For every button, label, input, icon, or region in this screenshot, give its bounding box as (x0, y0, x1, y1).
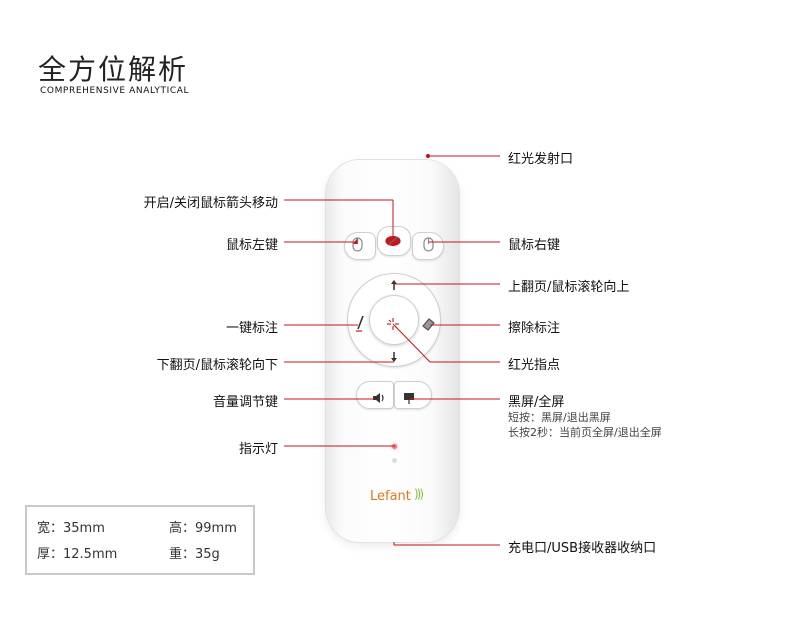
label-left-click: 鼠标左键 (225, 238, 278, 253)
spec-weight: 重：35g (169, 547, 220, 562)
label-laser-emitter: 红光发射口 (508, 152, 574, 167)
laser-pointer-button[interactable] (369, 295, 419, 345)
label-blackscreen: 黑屏/全屏 (508, 395, 565, 410)
toggle-mouse-button[interactable] (377, 226, 411, 256)
label-charging: 充电口/USB接收器收纳口 (508, 541, 657, 556)
note-blackscreen-long: 长按2秒：当前页全屏/退出全屏 (508, 426, 662, 439)
label-volume: 音量调节键 (212, 395, 278, 410)
blackscreen-button[interactable] (394, 381, 432, 409)
left-click-button[interactable] (344, 232, 376, 260)
brand-logo: Lefant (370, 489, 411, 504)
label-right-click: 鼠标右键 (508, 238, 561, 253)
indicator-light-2 (392, 458, 397, 463)
specs-box: 宽：35mm 高：99mm 厚：12.5mm 重：35g (25, 505, 255, 575)
page-subtitle: COMPREHENSIVE ANALYTICAL (40, 86, 190, 96)
label-annotate: 一键标注 (225, 321, 278, 336)
spec-width: 宽：35mm (37, 521, 105, 536)
note-blackscreen-short: 短按：黑屏/退出黑屏 (508, 411, 611, 424)
label-page-up: 上翻页/鼠标滚轮向上 (508, 280, 630, 295)
indicator-light (392, 444, 397, 449)
label-erase: 擦除标注 (508, 321, 561, 336)
label-toggle-mouse: 开启/关闭鼠标箭头移动 (143, 196, 278, 211)
right-click-button[interactable] (412, 232, 444, 260)
spec-height: 高：99mm (169, 521, 237, 536)
spec-thickness: 厚：12.5mm (37, 547, 118, 562)
page-title: 全方位解析 (38, 53, 189, 86)
brand-wave-icon: ))) (414, 487, 424, 501)
label-page-down: 下翻页/鼠标滚轮向下 (156, 358, 278, 373)
label-laser-point: 红光指点 (508, 358, 561, 373)
label-indicator: 指示灯 (238, 442, 278, 457)
remote-control: Lefant ))) (326, 160, 459, 542)
volume-button[interactable] (356, 381, 394, 409)
